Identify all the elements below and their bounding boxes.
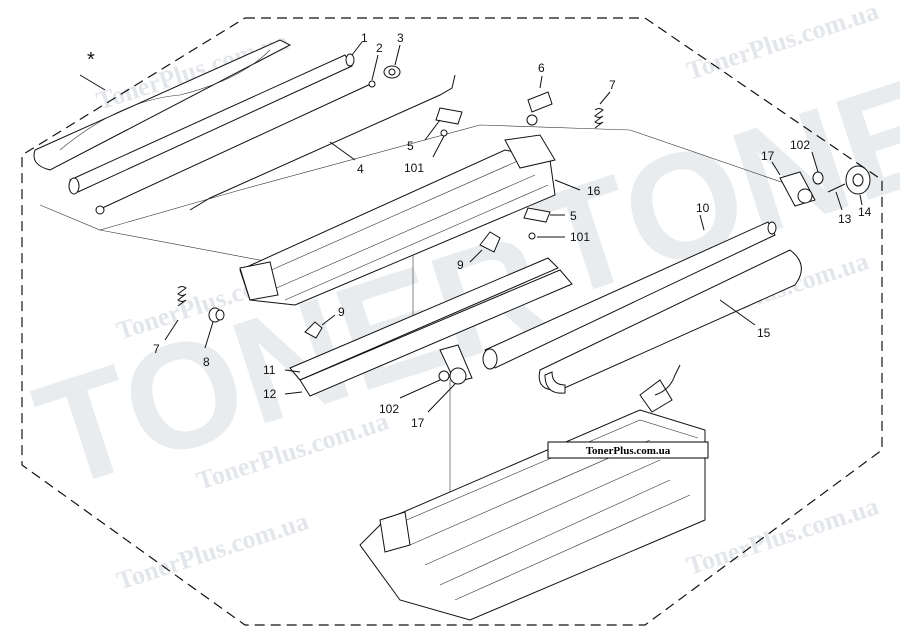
callout-asterisk: * xyxy=(87,49,95,71)
leader-101a xyxy=(432,135,445,158)
callout-6: 6 xyxy=(538,61,545,75)
leader-16 xyxy=(554,179,581,191)
roller-1 xyxy=(68,53,355,195)
leader-8 xyxy=(204,321,214,349)
leader-13 xyxy=(835,191,843,211)
frame-16 xyxy=(239,134,556,306)
stamp-text: TonerPlus.com.ua xyxy=(586,445,671,457)
bracket-5-lower xyxy=(523,207,551,240)
callout-17a: 17 xyxy=(761,149,775,163)
callout-16: 16 xyxy=(587,184,601,198)
spring-7-upper xyxy=(594,108,604,129)
leader-2 xyxy=(371,54,379,81)
leader-10 xyxy=(699,214,705,231)
callout-11: 11 xyxy=(263,363,276,377)
leader-9b xyxy=(321,314,336,326)
leader-asterisk xyxy=(79,74,106,91)
callout-101a: 101 xyxy=(404,161,424,175)
leader-5a xyxy=(424,119,441,141)
leader-9a xyxy=(469,249,483,263)
bushing-3 xyxy=(383,65,401,79)
plate-11 xyxy=(289,257,559,381)
bracket-5-upper xyxy=(435,107,463,137)
leader-17b xyxy=(427,383,456,413)
leader-7a xyxy=(599,91,611,105)
leader-6 xyxy=(539,75,543,89)
callout-17b: 17 xyxy=(411,416,425,430)
screw-102-lower xyxy=(438,370,450,382)
belt-top xyxy=(33,39,292,171)
callout-101b: 101 xyxy=(570,230,590,244)
callout-2: 2 xyxy=(376,41,383,55)
leader-14 xyxy=(859,194,863,206)
assembly-boundary xyxy=(21,17,883,626)
belt-15 xyxy=(538,249,802,394)
leader-102a xyxy=(811,151,819,173)
sensor-6 xyxy=(526,91,553,126)
leader-4 xyxy=(329,141,356,161)
leader-102b xyxy=(399,379,441,399)
screw-102-upper xyxy=(812,171,824,185)
callout-102b: 102 xyxy=(379,402,399,416)
bushing-8 xyxy=(208,307,225,323)
bearing-17-upper xyxy=(779,171,816,207)
callout-7a: 7 xyxy=(609,78,616,92)
callout-1: 1 xyxy=(361,31,368,45)
callout-4: 4 xyxy=(357,162,364,176)
gear-14 xyxy=(845,165,871,195)
leader-15 xyxy=(719,299,756,326)
spring-7-lower xyxy=(177,286,187,307)
stamp-label: TonerPlus.com.ua xyxy=(547,441,709,459)
callout-8: 8 xyxy=(203,355,210,369)
cap-9-upper xyxy=(479,231,501,253)
callout-5a: 5 xyxy=(407,139,414,153)
watermark-brand-7: TonerPlus.com.ua xyxy=(683,491,882,580)
leader-11 xyxy=(284,369,301,373)
plate-12 xyxy=(299,269,573,397)
callout-labels: * 1 2 3 4 5 101 6 7 16 5 101 9 9 7 8 11 … xyxy=(87,31,872,430)
rod-4 xyxy=(189,74,456,211)
callout-12: 12 xyxy=(263,387,277,401)
leader-3 xyxy=(394,44,401,66)
pin-13 xyxy=(827,183,846,193)
callout-10: 10 xyxy=(696,201,710,215)
leader-12 xyxy=(284,391,303,395)
callout-9b: 9 xyxy=(338,305,345,319)
callout-3: 3 xyxy=(397,31,404,45)
callout-14: 14 xyxy=(858,205,872,219)
callout-7b: 7 xyxy=(153,342,160,356)
callout-15: 15 xyxy=(757,326,771,340)
callout-9a: 9 xyxy=(457,258,464,272)
callout-102a: 102 xyxy=(790,138,810,152)
roller-10 xyxy=(482,221,777,370)
shaft-2 xyxy=(95,80,376,215)
leader-17a xyxy=(771,161,781,176)
bearing-17-lower xyxy=(439,344,473,385)
leader-1 xyxy=(351,41,363,56)
callout-5b: 5 xyxy=(570,209,577,223)
cap-9-lower xyxy=(304,321,323,339)
leader-7b xyxy=(164,319,179,341)
callout-13: 13 xyxy=(838,212,852,226)
